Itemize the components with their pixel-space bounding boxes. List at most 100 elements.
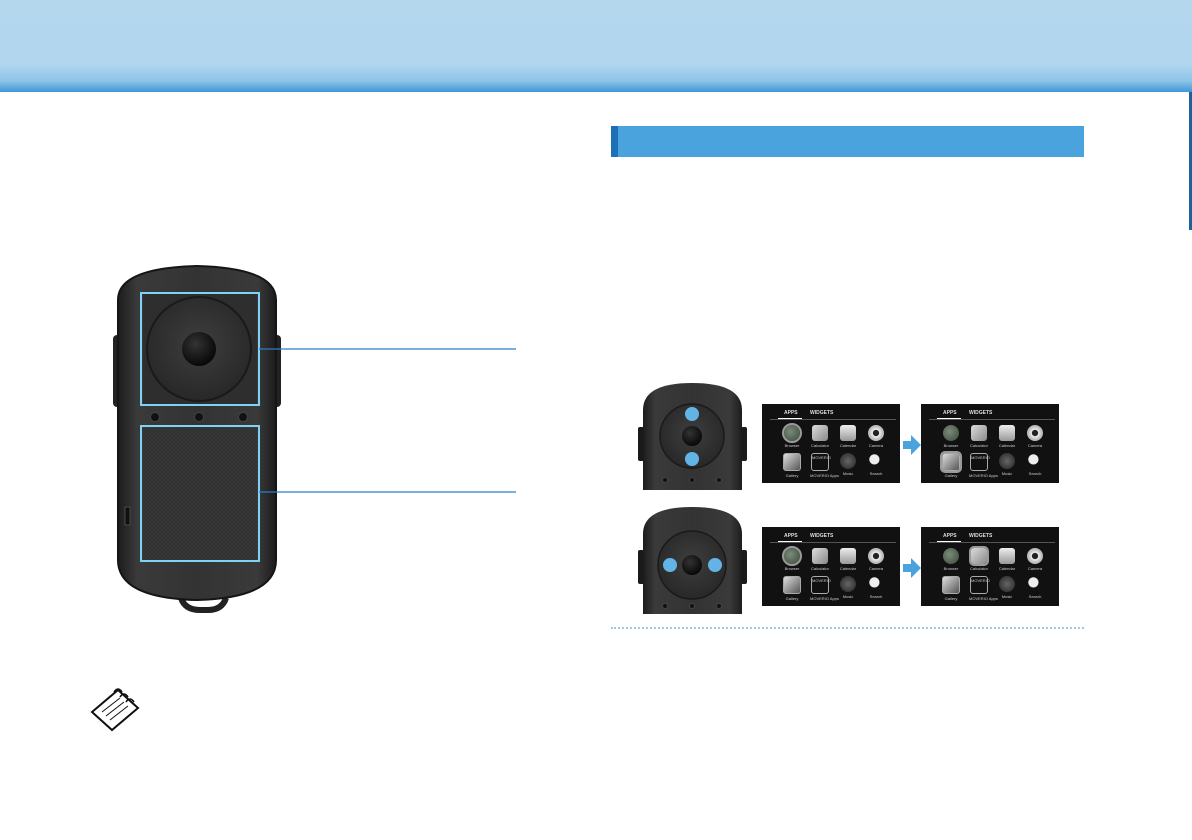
app-label: Gallery	[785, 596, 799, 601]
app-label: Music	[1001, 471, 1013, 476]
calendar-icon	[999, 548, 1015, 564]
enter-button	[182, 332, 216, 366]
section-bar-accent	[611, 126, 618, 157]
touch-panel	[143, 428, 257, 560]
section-bar	[611, 126, 1084, 157]
app-moverio-apps: MOVERIO MOVERIO Apps	[810, 576, 839, 601]
gallery-icon	[783, 576, 801, 594]
app-label: MOVERIO Apps	[969, 596, 998, 601]
down-indicator	[685, 452, 699, 466]
app-browser: Browser	[941, 425, 961, 448]
app-calendar: Calendar	[997, 548, 1017, 571]
app-camera: Camera	[866, 548, 886, 571]
tab-widgets: WIDGETS	[969, 533, 993, 539]
app-label: Search	[869, 471, 883, 476]
app-gallery: Gallery	[941, 576, 961, 601]
tab-underline	[937, 541, 961, 542]
tab-divider	[929, 542, 1055, 543]
app-label: MOVERIO Apps	[810, 596, 839, 601]
arrow-right-icon	[903, 435, 921, 455]
app-music: Music	[997, 576, 1017, 599]
cart-icon: MOVERIO	[811, 576, 831, 594]
app-label: Calendar	[839, 443, 857, 448]
app-calendar: Calendar	[997, 425, 1017, 448]
globe-icon	[782, 423, 802, 443]
panel-highlight	[140, 425, 260, 562]
app-label: Browser	[784, 443, 800, 448]
app-gallery: Gallery	[782, 453, 802, 478]
button-3	[238, 412, 248, 422]
tab-divider	[770, 542, 896, 543]
gallery-icon	[942, 576, 960, 594]
tab-widgets: WIDGETS	[969, 410, 993, 416]
app-calculator: Calculator	[810, 548, 830, 571]
dotted-divider	[611, 627, 1084, 629]
button-2	[194, 412, 204, 422]
tab-underline	[937, 418, 961, 419]
app-search: Search	[1025, 576, 1045, 599]
app-label: Music	[842, 594, 854, 599]
header-band	[0, 0, 1192, 92]
camera-icon	[868, 548, 884, 564]
calendar-icon	[840, 425, 856, 441]
app-label: Calculator	[810, 566, 829, 571]
app-label: Camera	[868, 443, 884, 448]
search-icon	[1027, 576, 1043, 592]
calendar-icon	[840, 548, 856, 564]
right-indicator	[708, 558, 722, 572]
app-label: Search	[1028, 471, 1042, 476]
app-label: MOVERIO Apps	[969, 473, 998, 478]
app-label: Gallery	[785, 473, 799, 478]
app-camera: Camera	[1025, 548, 1045, 571]
app-camera: Camera	[866, 425, 886, 448]
app-label: Calendar	[998, 566, 1016, 571]
app-calculator: Calculator	[810, 425, 830, 448]
app-moverio-apps: MOVERIO MOVERIO Apps	[969, 576, 998, 601]
app-label: Calendar	[998, 443, 1016, 448]
app-label: Calculator	[969, 443, 988, 448]
app-moverio-apps: MOVERIO MOVERIO Apps	[969, 453, 998, 478]
mini-controller-leftright	[638, 507, 747, 614]
up-indicator	[685, 407, 699, 421]
gallery-icon	[783, 453, 801, 471]
side-slot	[124, 506, 131, 526]
app-label: Calculator	[810, 443, 829, 448]
music-icon	[840, 576, 856, 592]
tab-widgets: WIDGETS	[810, 410, 834, 416]
cart-icon: MOVERIO	[970, 453, 990, 471]
gallery-icon	[940, 451, 962, 473]
app-label: Camera	[1027, 566, 1043, 571]
search-icon	[868, 576, 884, 592]
app-calculator: Calculator	[969, 425, 989, 448]
strap-loop	[178, 596, 229, 613]
app-label: MOVERIO Apps	[810, 473, 839, 478]
search-icon	[868, 453, 884, 469]
app-label: Browser	[784, 566, 800, 571]
left-indicator	[663, 558, 677, 572]
app-label: Camera	[1027, 443, 1043, 448]
app-browser: Browser	[941, 548, 961, 571]
tab-divider	[929, 419, 1055, 420]
app-label: Browser	[943, 566, 959, 571]
music-icon	[840, 453, 856, 469]
app-search: Search	[1025, 453, 1045, 476]
app-search: Search	[866, 453, 886, 476]
camera-icon	[1027, 425, 1043, 441]
globe-icon	[943, 548, 959, 564]
arrow-right-icon	[903, 558, 921, 578]
globe-icon	[782, 546, 802, 566]
app-label: Music	[1001, 594, 1013, 599]
app-label: Music	[842, 471, 854, 476]
side-marker	[1189, 92, 1192, 230]
app-calendar: Calendar	[838, 425, 858, 448]
app-label: Camera	[868, 566, 884, 571]
cart-icon: MOVERIO	[970, 576, 990, 594]
tab-widgets: WIDGETS	[810, 533, 834, 539]
mini-controller-updown	[638, 383, 747, 490]
app-label: Gallery	[944, 596, 958, 601]
music-icon	[999, 453, 1015, 469]
